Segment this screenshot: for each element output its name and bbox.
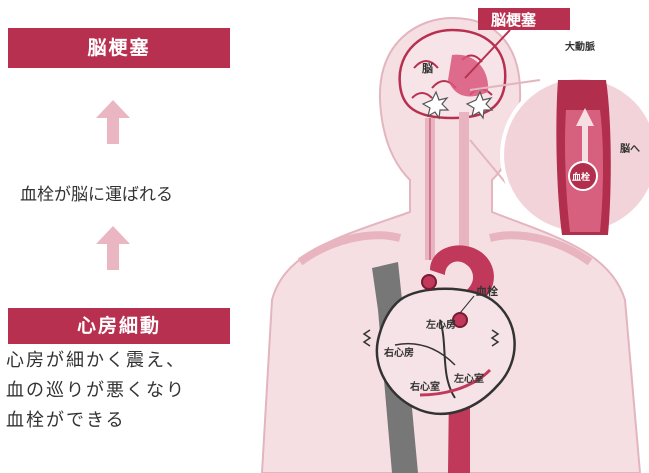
brain-label: 脳 <box>422 62 433 75</box>
stroke-tag-label: 脳梗塞 <box>491 11 537 29</box>
right-ventricle-label: 右心室 <box>409 380 440 393</box>
aorta-label: 大動脈 <box>565 40 595 53</box>
right-atrium-label: 右心房 <box>383 346 414 359</box>
inset-clot-label: 血栓 <box>572 171 590 183</box>
to-brain-label: 脳へ <box>620 143 640 155</box>
left-ventricle-label: 左心室 <box>453 372 484 385</box>
heart-clot-label: 血栓 <box>476 284 498 298</box>
left-atrium-label: 左心房 <box>425 318 456 331</box>
clot-marker <box>422 275 436 289</box>
